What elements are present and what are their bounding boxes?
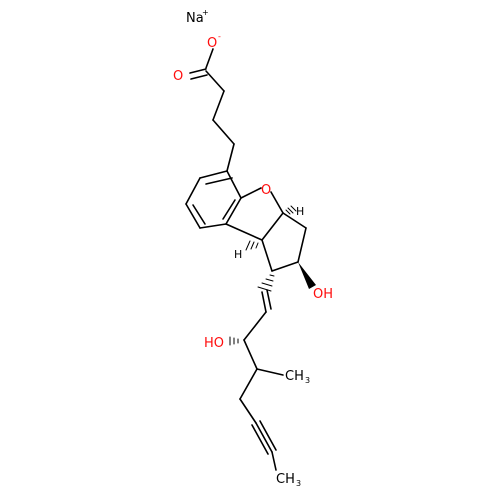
benzene-ring-bonds: [185, 170, 242, 229]
chain-hydroxyl: HO: [204, 336, 224, 351]
methyl-branch-subscript: 3: [305, 376, 310, 385]
cyclopentane-ring-bonds: [261, 212, 307, 272]
carbonyl-oxygen: O: [173, 69, 183, 84]
furan-ring-bonds: [225, 187, 284, 241]
stereo-hash-chain-oh: [229, 336, 239, 346]
stereo-hash-side-chain: [257, 274, 275, 292]
stereo-h-lower: H: [234, 248, 242, 261]
side-chain-bonds: [239, 289, 284, 471]
ring-hydroxyl: OH: [313, 287, 333, 302]
methyl-branch: CH: [285, 369, 304, 384]
methyl-terminal: CH: [276, 472, 295, 487]
ring-oxygen: O: [261, 183, 271, 198]
wedge-bond-oh: [298, 262, 316, 289]
sodium-charge: +: [202, 8, 209, 17]
methyl-terminal-subscript: 3: [296, 479, 301, 488]
stereo-hash-lower: [245, 240, 259, 251]
carboxylate-charge: -: [218, 32, 221, 41]
alkyl-chain-bonds: [212, 90, 235, 172]
carboxylate-bonds: [189, 48, 225, 92]
sodium-label: Na: [186, 11, 204, 26]
carboxylate-oxygen: O: [207, 36, 217, 51]
stereo-hash-upper: [285, 205, 297, 215]
stereo-h-upper: H: [296, 205, 304, 218]
